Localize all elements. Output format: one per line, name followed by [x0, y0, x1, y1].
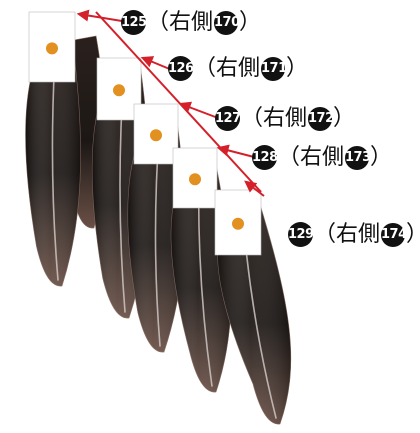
label-close: ） [370, 144, 393, 170]
orange-dot [150, 129, 162, 142]
feather-number-badge: 125 [121, 10, 147, 35]
label-126: 126 （右側 171 ） [168, 56, 309, 81]
right-side-number-badge: 172 [308, 106, 334, 131]
label-127: 127 （右側 172 ） [215, 106, 356, 131]
label-125: 125 （右側 170 ） [121, 10, 262, 35]
feather-number-badge: 126 [168, 56, 194, 81]
label-text: （右側 [147, 9, 214, 35]
right-side-number-badge: 174 [381, 222, 407, 247]
label-text: （右側 [278, 144, 345, 170]
orange-dot [232, 217, 244, 230]
pointer-arrow [244, 180, 265, 197]
right-side-number-badge: 173 [345, 145, 371, 170]
label-text: （右側 [314, 221, 381, 247]
label-text: （右側 [241, 105, 308, 131]
label-128: 128 （右側 173 ） [252, 145, 393, 170]
label-close: ） [406, 223, 420, 246]
feather-number-badge: 127 [215, 106, 241, 131]
right-side-number-badge: 171 [261, 56, 287, 81]
label-text: （右側 [194, 55, 261, 81]
feather-number-badge: 129 [288, 222, 314, 247]
feather-number-badge: 128 [252, 145, 278, 170]
pointer-arrow [216, 144, 255, 158]
orange-dot [113, 84, 125, 97]
label-close: ） [333, 105, 356, 131]
pointer-arrow [178, 101, 219, 119]
right-side-number-badge: 170 [214, 10, 240, 35]
pointer-arrow [76, 9, 129, 23]
pointer-line [95, 11, 262, 193]
label-close: ） [239, 9, 262, 35]
label-129: 129 （右側 174 ） [288, 222, 420, 247]
orange-dot [189, 173, 201, 186]
pointer-arrow [140, 56, 173, 71]
orange-dot [46, 42, 58, 55]
label-close: ） [286, 55, 309, 81]
